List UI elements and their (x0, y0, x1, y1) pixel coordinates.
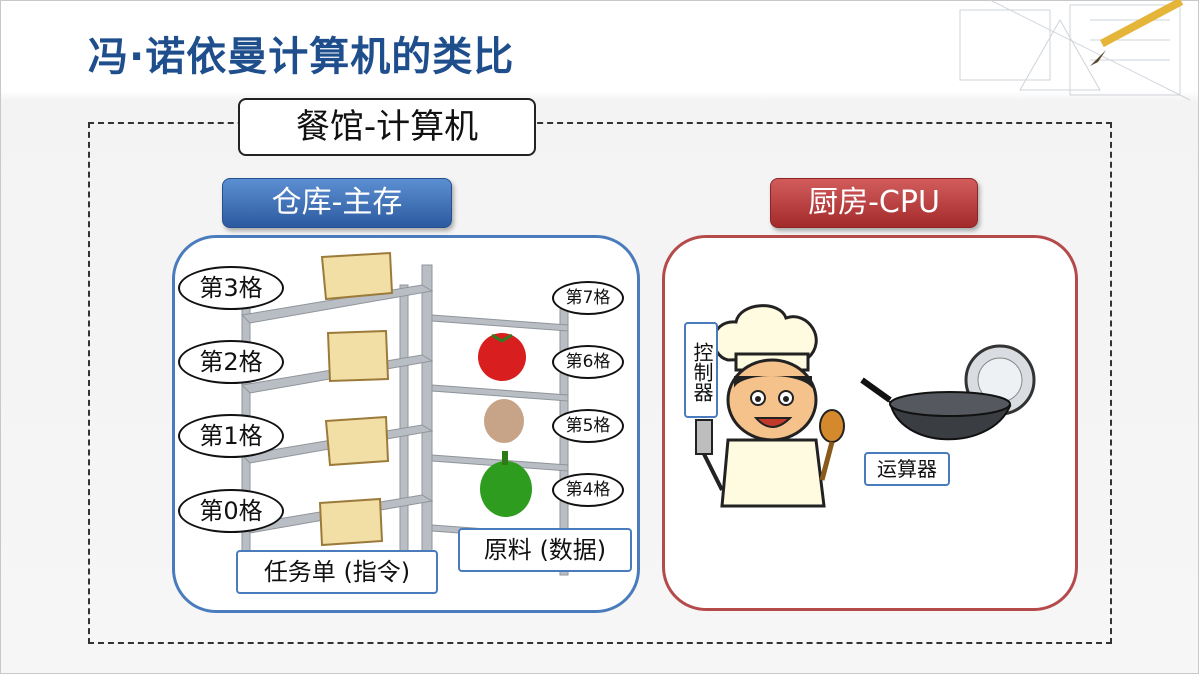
cell-label-4: 第4格 (552, 473, 624, 507)
pencil-icon (1090, 0, 1184, 66)
page-title: 冯·诺依曼计算机的类比 (88, 34, 515, 80)
cell-label-0: 第0格 (178, 489, 284, 533)
wok-icon (860, 344, 1036, 441)
warehouse-label: 仓库-主存 (222, 178, 452, 228)
order-tag: 任务单 (指令) (236, 550, 438, 594)
tomato-icon (478, 333, 526, 381)
cell-label-3: 第3格 (178, 266, 284, 310)
material-tag: 原料 (数据) (458, 528, 632, 572)
alu-tag: 运算器 (864, 452, 950, 486)
cell-label-2: 第2格 (178, 340, 284, 384)
kitchen-label: 厨房-CPU (770, 178, 978, 228)
dashed-frame (88, 122, 1112, 644)
section-title: 餐馆-计算机 (238, 98, 536, 156)
cell-label-6: 第6格 (552, 345, 624, 379)
egg-icon (484, 399, 524, 443)
order-paper-icon (318, 251, 394, 547)
pepper-icon (480, 451, 532, 517)
cell-label-5: 第5格 (552, 409, 624, 443)
control-unit-tag: 控制器 (684, 322, 718, 418)
kitchen-panel (662, 235, 1078, 611)
cell-label-7: 第7格 (552, 281, 624, 315)
blueprint-decoration (959, 0, 1191, 101)
cell-label-1: 第1格 (178, 414, 284, 458)
chef-icon (695, 304, 845, 508)
